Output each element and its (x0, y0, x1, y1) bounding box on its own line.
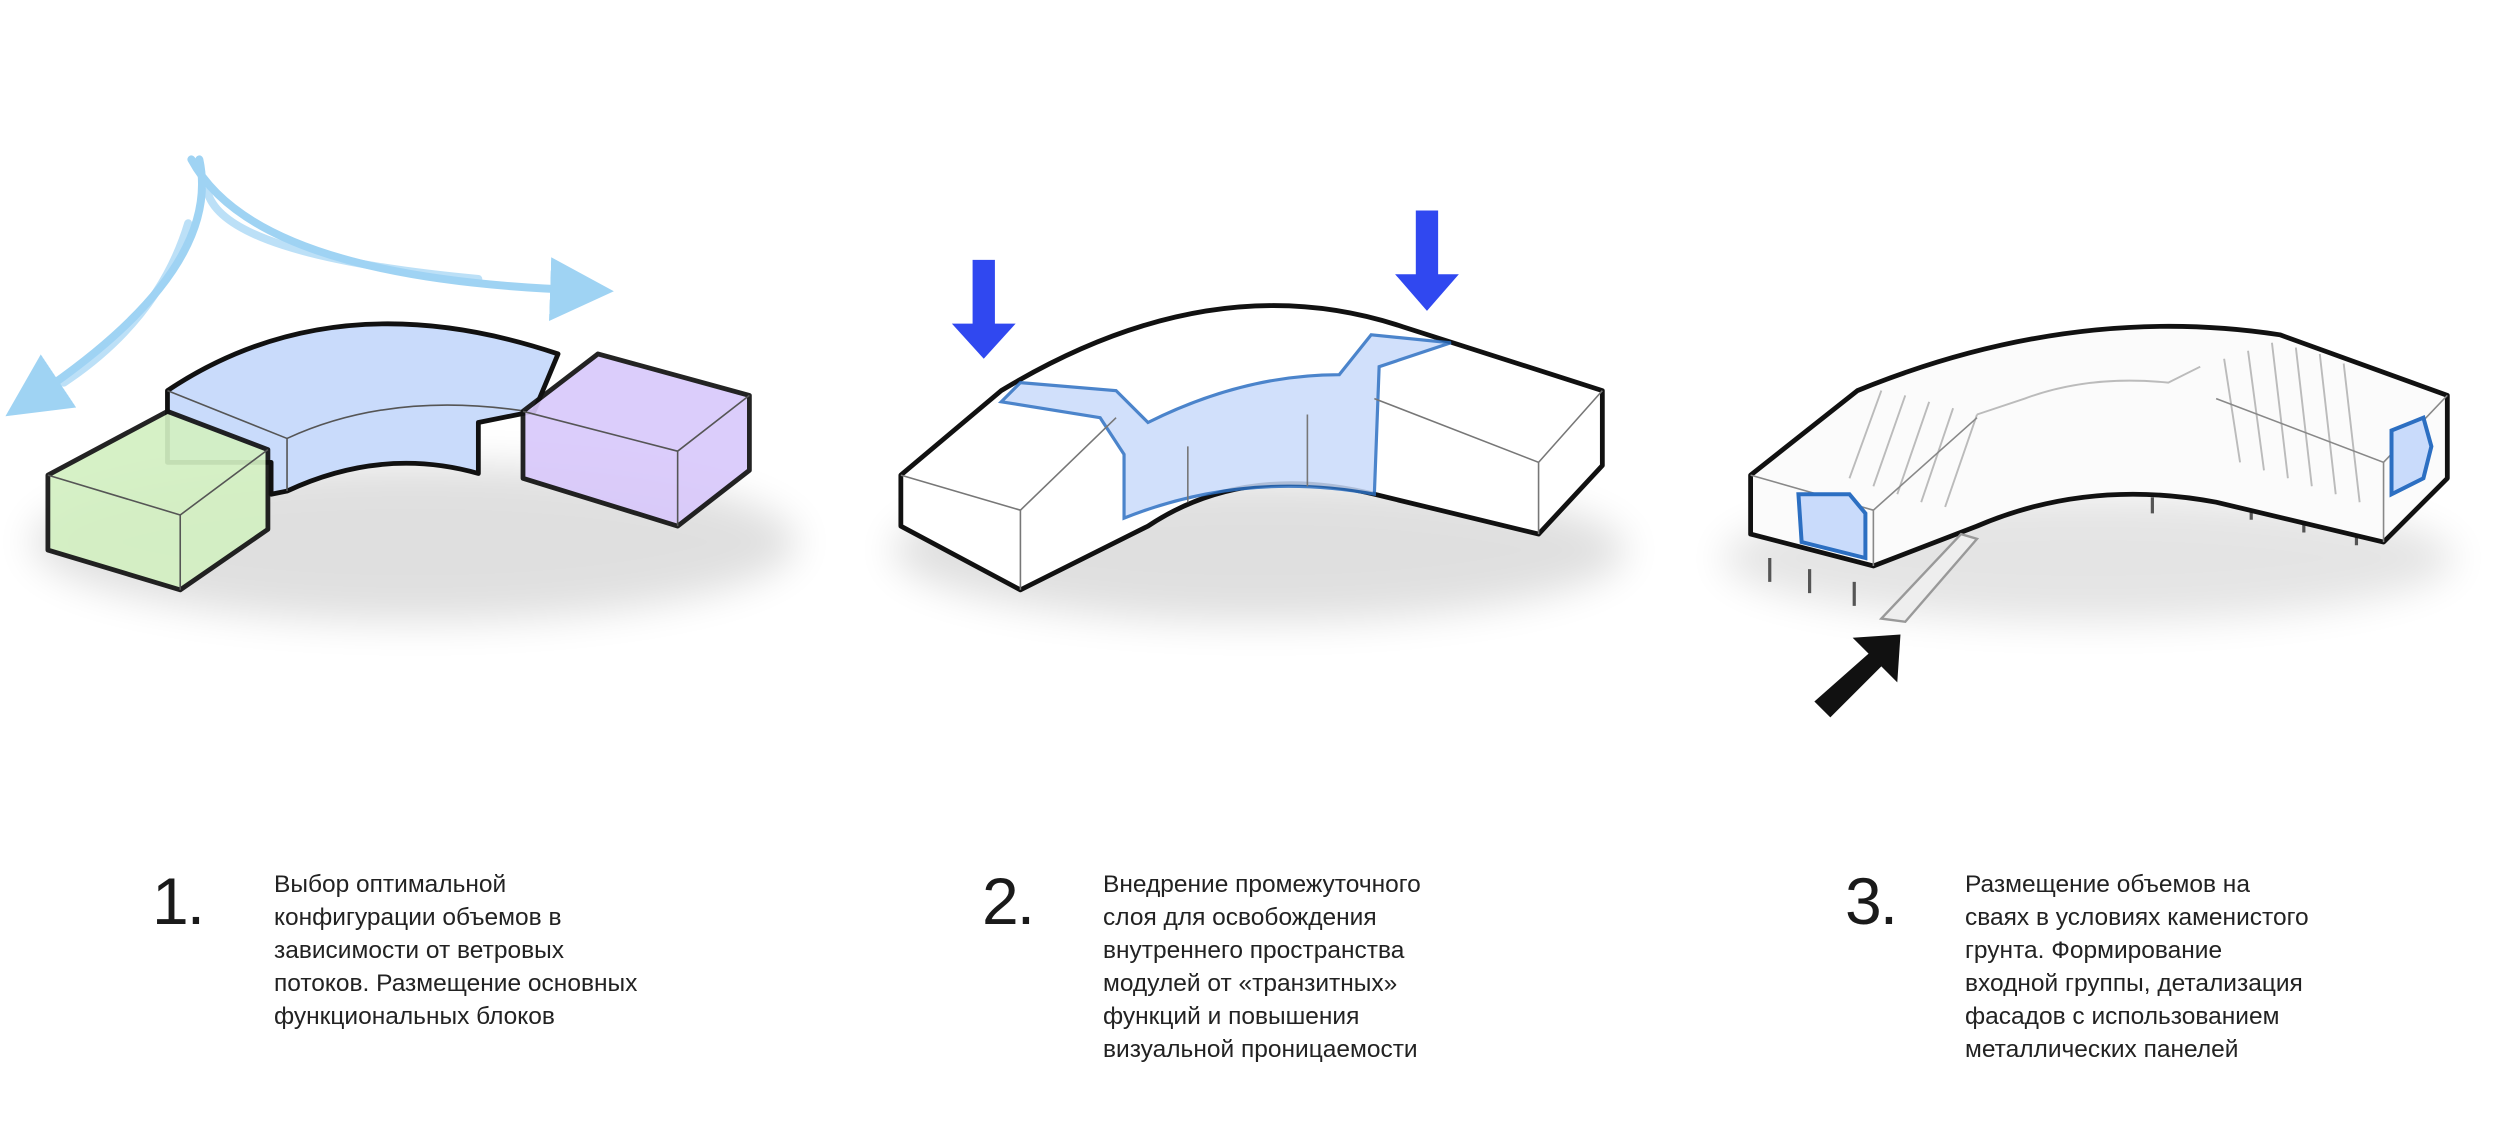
down-arrow-icon (951, 210, 1459, 359)
green-volume (45, 408, 271, 593)
text-line: слоя для освобождения (1103, 904, 1377, 931)
text-line: сваях в условиях каменистого (1965, 904, 2309, 931)
text-line: потоков. Размещение основных (274, 970, 638, 997)
step-description: Внедрение промежуточного слоя для освобо… (1103, 868, 1523, 1066)
diagram-3-piles-facade (1721, 323, 2456, 718)
purple-volume (520, 351, 752, 529)
text-line: функций и повышения (1103, 1003, 1360, 1030)
step-number: 3. (1845, 864, 1898, 938)
text-line: Внедрение промежуточного (1103, 871, 1421, 898)
metal-panel-stripes (1848, 342, 2361, 508)
text-line: входной группы, детализация (1965, 970, 2303, 997)
blue-transit-layer (997, 333, 1452, 521)
text-line: грунта. Формирование (1965, 937, 2223, 964)
facade-window (1796, 492, 1868, 561)
text-line: металлических панелей (1965, 1036, 2239, 1063)
facade-window (2389, 415, 2434, 498)
building-outline (1748, 323, 2450, 569)
text-line: конфигурации объемов в (274, 904, 562, 931)
step-description: Размещение объемов на сваях в условиях к… (1965, 868, 2385, 1066)
entrance-arrow-icon (1814, 634, 1901, 718)
wind-flow-arrows (5, 155, 614, 417)
diagram-2-intermediate-layer (892, 210, 1627, 622)
entrance-ramp (1878, 532, 1980, 624)
text-line: зависимости от ветровых (274, 937, 564, 964)
step-number: 1. (152, 864, 205, 938)
text-line: визуальной проницаемости (1103, 1036, 1418, 1063)
text-line: функциональных блоков (274, 1003, 555, 1030)
text-line: Выбор оптимальной (274, 871, 507, 898)
text-line: Размещение объемов на (1965, 871, 2250, 898)
text-line: фасадов с использованием (1965, 1003, 2280, 1030)
text-line: внутреннего пространства (1103, 937, 1405, 964)
diagram-1-volumes (5, 155, 798, 622)
step-number: 2. (982, 864, 1035, 938)
text-line: модулей от «транзитных» (1103, 970, 1398, 997)
step-description: Выбор оптимальной конфигурации объемов в… (274, 868, 694, 1033)
